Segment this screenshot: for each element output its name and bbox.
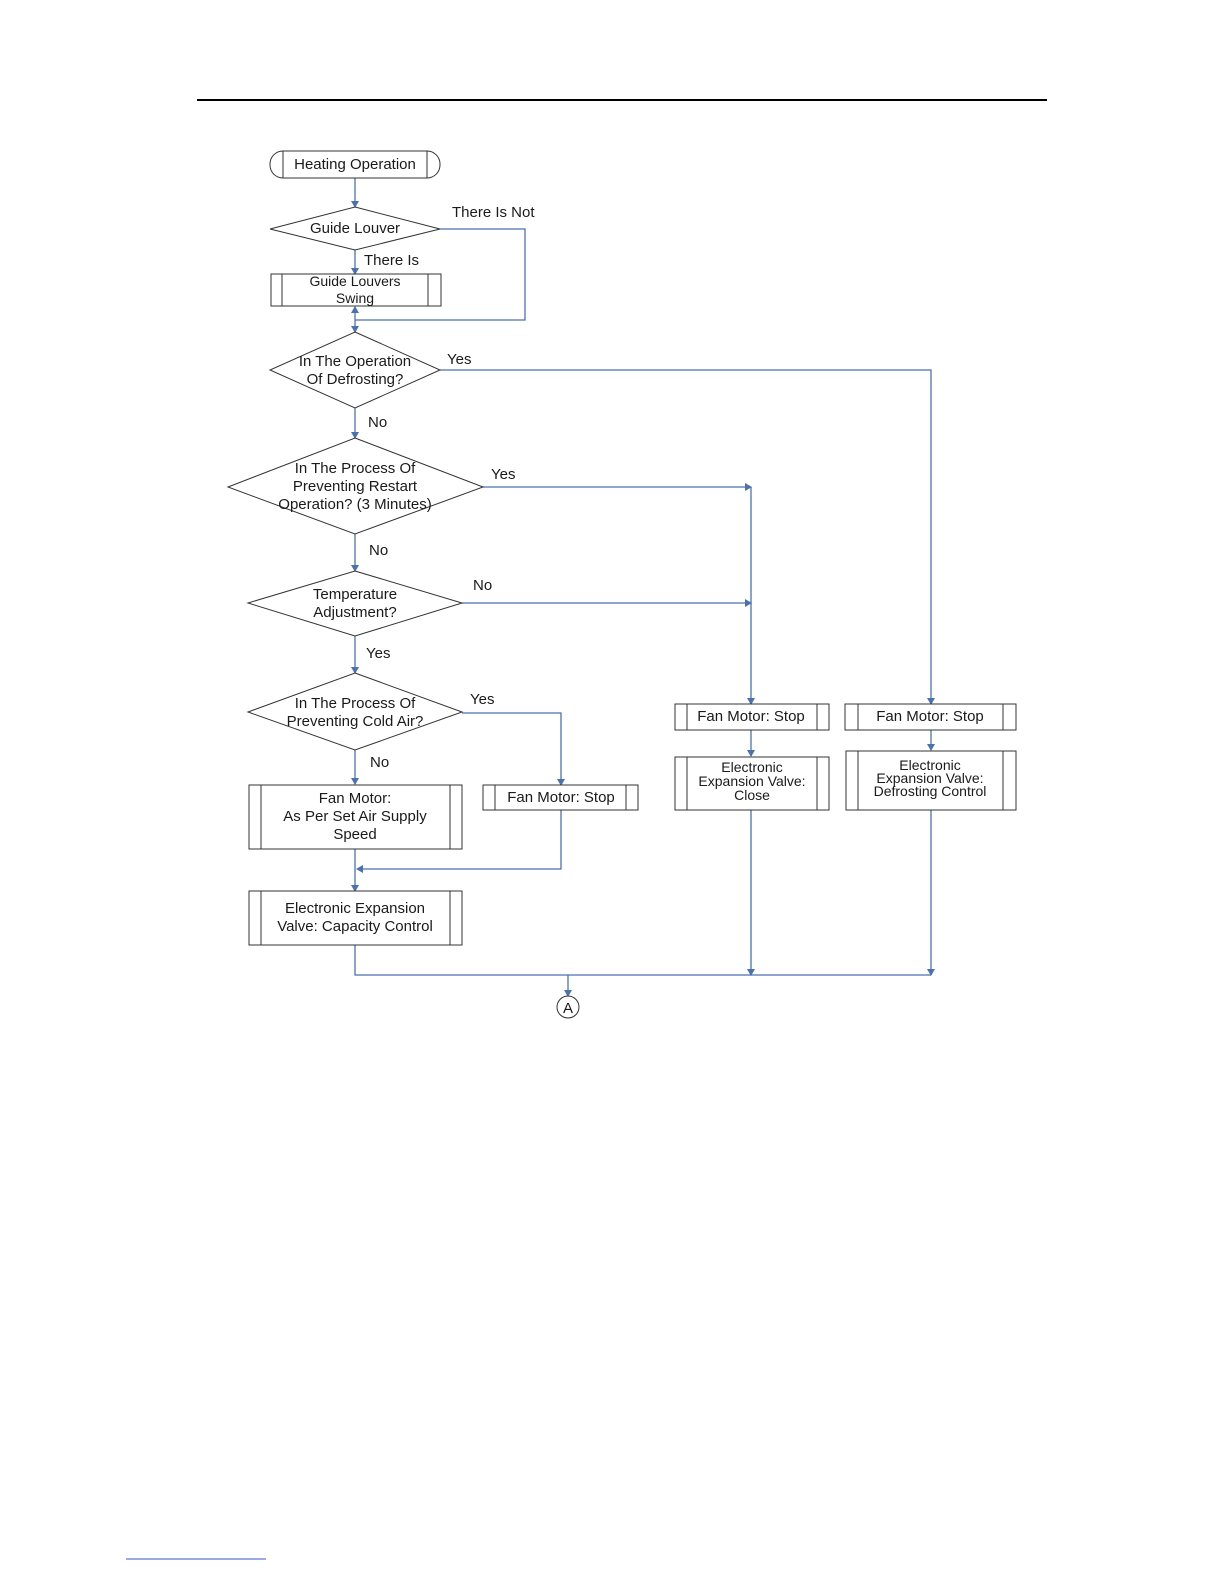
guide-louvers-swing-process: Guide Louvers Swing [270, 273, 442, 307]
cold-air-decision: In The Process Of Preventing Cold Air? [246, 672, 464, 751]
guide-louvers-swing-line1: Guide Louvers [309, 273, 400, 289]
guide-louver-label: Guide Louver [310, 220, 400, 237]
label-cold-yes: Yes [470, 691, 494, 708]
eev-capacity-process: Electronic Expansion Valve: Capacity Con… [248, 890, 463, 946]
eev-close-line2: Expansion Valve: [698, 773, 805, 789]
temperature-adjustment-decision: Temperature Adjustment? [246, 570, 464, 637]
eev-capacity-line1: Electronic Expansion [285, 900, 425, 917]
fan-set-speed-line1: Fan Motor: [319, 790, 392, 807]
eev-close-process: Electronic Expansion Valve: Close [674, 756, 830, 811]
label-restart-yes: Yes [491, 466, 515, 483]
edge-cold-yes [462, 712, 565, 786]
restart-decision: In The Process Of Preventing Restart Ope… [226, 437, 485, 535]
temp-line2: Adjustment? [313, 604, 396, 621]
eev-defrost-line1: Electronic [899, 757, 960, 773]
restart-line3: Operation? (3 Minutes) [278, 496, 431, 513]
label-restart-no: No [369, 542, 388, 559]
guide-louver-decision: Guide Louver [269, 206, 441, 251]
fan-stop-right-process: Fan Motor: Stop [844, 703, 1017, 731]
eev-defrost-process: Electronic Expansion Valve: Defrosting C… [845, 750, 1017, 811]
eev-defrost-line2: Expansion Valve: [876, 770, 983, 786]
eev-defrost-line3: Defrosting Control [874, 783, 987, 799]
cold-air-line2: Preventing Cold Air? [287, 713, 424, 730]
guide-louvers-swing-line2: Swing [336, 290, 374, 306]
edge-defrost-yes [440, 369, 935, 705]
connector-a-label: A [563, 1000, 573, 1017]
eev-close-line3: Close [734, 787, 770, 803]
label-there-is-not: There Is Not [452, 204, 535, 221]
connectors [351, 178, 935, 997]
fan-set-speed-line2: As Per Set Air Supply [283, 808, 427, 825]
edge-fan-stop-left-merge [356, 810, 562, 873]
label-temp-no: No [473, 577, 492, 594]
connector-a: A [556, 995, 580, 1019]
label-cold-no: No [370, 754, 389, 771]
fan-stop-right-label: Fan Motor: Stop [876, 708, 984, 725]
label-temp-yes: Yes [366, 645, 390, 662]
restart-line1: In The Process Of [295, 460, 416, 477]
fan-stop-mid-process: Fan Motor: Stop [674, 703, 830, 731]
fan-stop-left-process: Fan Motor: Stop [482, 784, 639, 811]
fan-stop-left-label: Fan Motor: Stop [507, 789, 615, 806]
restart-line2: Preventing Restart [293, 478, 418, 495]
label-defrost-no: No [368, 414, 387, 431]
edge-there-is-not [355, 228, 526, 321]
cold-air-line1: In The Process Of [295, 695, 416, 712]
start-node: Heating Operation [269, 150, 441, 179]
edge-labels: There Is Not There Is Yes No Yes No No Y… [364, 204, 535, 771]
fan-set-speed-line3: Speed [333, 826, 376, 843]
defrosting-decision: In The Operation Of Defrosting? [268, 331, 442, 409]
fan-stop-mid-label: Fan Motor: Stop [697, 708, 805, 725]
fan-set-speed-process: Fan Motor: As Per Set Air Supply Speed [248, 784, 463, 850]
start-label: Heating Operation [294, 156, 416, 173]
defrosting-line1: In The Operation [299, 353, 411, 370]
temp-line1: Temperature [313, 586, 397, 603]
defrosting-line2: Of Defrosting? [307, 371, 404, 388]
label-defrost-yes: Yes [447, 351, 471, 368]
eev-capacity-line2: Valve: Capacity Control [277, 918, 433, 935]
label-there-is: There Is [364, 252, 419, 269]
edge-bottom-bus [354, 945, 931, 976]
eev-close-line1: Electronic [721, 759, 782, 775]
